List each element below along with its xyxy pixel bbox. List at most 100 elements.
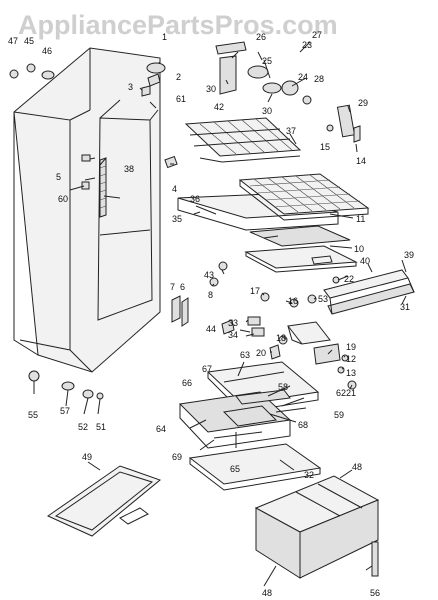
part-6-hinge [181,297,189,327]
shelf-frame-slot [263,235,279,239]
part-label-p48a: 48 [352,462,362,472]
part-label-p1: 1 [162,32,167,42]
part-label-p47: 47 [8,36,18,46]
cabinet-shell [13,47,161,373]
part-45-screw [26,63,36,73]
part-label-p14: 14 [356,156,366,166]
part-label-p30a: 30 [206,84,216,94]
part-label-p67: 67 [202,364,212,374]
part-label-p52: 52 [78,422,88,432]
part-label-p48b: 48 [262,588,272,598]
part-46-cap [41,70,55,80]
part-label-p60: 60 [58,194,68,204]
part-label-p63: 63 [240,350,250,360]
part-label-p56: 56 [370,588,380,598]
part-label-p11: 11 [356,214,365,224]
part-51-screw [96,392,104,400]
part-69-rod [213,431,263,439]
part-label-p45: 45 [24,36,34,46]
part-label-p58: 58 [278,382,288,392]
part-label-p8: 8 [208,290,213,300]
part-label-p53: 53 [318,294,328,304]
part-26-bracket [215,41,247,55]
part-57-leg [61,381,75,391]
part-34-block [251,327,265,337]
part-29-light-housing [336,104,356,138]
part-label-p28: 28 [314,74,324,84]
part-44-clip [221,319,235,335]
part-label-p43: 43 [204,270,214,280]
part-label-p34: 34 [228,330,238,340]
part-17-bolt [260,292,270,302]
part-53-screw [307,294,317,304]
part-label-p32: 32 [304,470,314,480]
part-label-p29: 29 [358,98,368,108]
part-label-p30b: 30 [262,106,272,116]
part-label-p31: 31 [400,302,410,312]
part-label-p68: 68 [298,420,308,430]
part-label-p12: 12 [346,354,356,364]
part-label-p24: 24 [298,72,308,82]
part-3-shim [141,85,151,97]
cabinet-rail-38 [99,157,107,218]
part-4-clip [164,155,178,169]
crisper-bins-48 [254,475,380,579]
part-label-p44: 44 [206,324,216,334]
part-label-p6: 6 [180,282,185,292]
part-label-p17: 17 [250,286,260,296]
part-label-p59: 59 [334,410,344,420]
part-label-p3: 3 [128,82,133,92]
part-label-p15: 15 [320,142,330,152]
part-label-p38: 38 [124,164,134,174]
part-label-p49: 49 [82,452,92,462]
part-label-p26: 26 [256,32,266,42]
part-52-leg [82,389,94,399]
part-7-hinge-pin [171,295,181,323]
part-label-p65: 65 [230,464,240,474]
part-label-p7: 7 [170,282,175,292]
part-label-p18: 18 [276,333,286,343]
part-label-p51: 51 [96,422,106,432]
part-42-housing [219,55,237,95]
part-27-screw [302,95,312,105]
part-2-hinge [147,73,161,87]
part-label-p69: 69 [172,452,182,462]
part-14-bulb [353,125,361,143]
part-55-leg [28,370,40,382]
part-15-screw [326,124,334,132]
part-label-p62: 62 [336,388,346,398]
glass-insert-10 [244,245,358,273]
part-47-screw [9,69,19,79]
part-label-p20: 20 [256,348,266,358]
part-label-p42: 42 [214,102,224,112]
part-label-p5: 5 [56,172,61,182]
part-1-hinge-cap [146,62,166,74]
part-label-p19: 19 [346,342,356,352]
part-16-washer [289,298,299,308]
bottom-cover-panel [188,443,322,491]
slide-rail-assembly [323,269,415,315]
part-label-p16: 16 [288,296,298,306]
watermark-text: AppliancePartsPros.com [18,10,338,40]
part-label-p10: 10 [354,244,364,254]
part-28-control [281,80,299,96]
part-59-divider [235,389,291,405]
part-label-p57: 57 [60,406,70,416]
shelf-frame-11 [249,225,351,247]
part-43-roller [218,261,228,271]
drawer-front-49 [46,465,162,537]
leader-lines [33,41,407,587]
part-56-rod [371,541,379,577]
part-label-p25: 25 [262,56,272,66]
part-label-p64: 64 [156,424,166,434]
part-label-p55: 55 [28,410,38,420]
part-label-p13: 13 [346,368,356,378]
part-label-p61: 61 [176,94,186,104]
part-8-screw [209,277,219,287]
part-label-p37: 37 [286,126,296,136]
part-label-p21: 21 [346,388,356,398]
part-label-p2: 2 [176,72,181,82]
part-20-clip [269,344,281,360]
